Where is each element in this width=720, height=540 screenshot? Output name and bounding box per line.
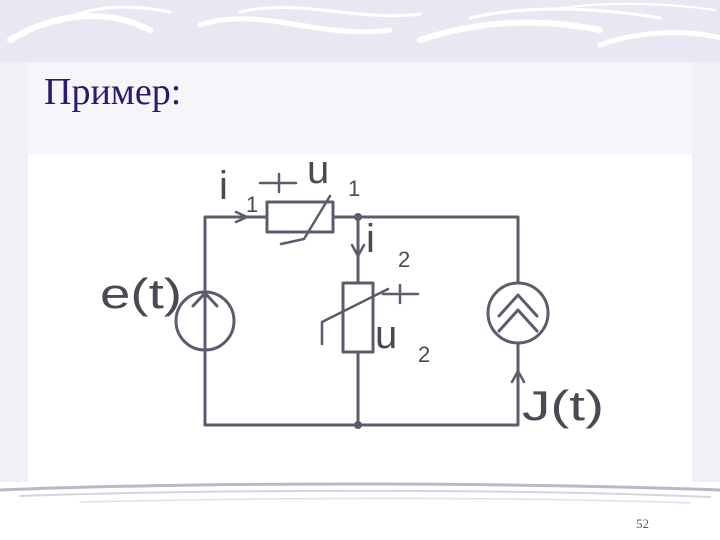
i1-label: i [219, 164, 228, 208]
wire-right-bottom [203, 341, 520, 427]
u2-label: u [375, 313, 397, 357]
u2-polarity-mark [381, 283, 420, 305]
u1-polarity-mark [258, 172, 298, 194]
i1-index: 1 [246, 192, 258, 217]
voltage-source-arrow [191, 291, 219, 352]
i2-index: 2 [398, 247, 410, 272]
current-source-double-chevron [497, 293, 539, 333]
u2-index: 2 [418, 342, 430, 367]
nonlinear-mark-1 [279, 194, 332, 246]
nonlinear-resistor-2 [341, 281, 375, 354]
top-swoosh-decoration [7, 2, 720, 48]
u1-index: 1 [348, 176, 360, 201]
i1-current-arrow [216, 210, 249, 224]
node-dot-top [354, 213, 362, 221]
i2-label: i [366, 217, 375, 261]
nonlinear-mark-2 [320, 287, 390, 346]
current-source [486, 281, 550, 345]
node-dot-bottom [354, 421, 362, 429]
J-t-label: J(t) [522, 382, 604, 429]
e-t-label: e(t) [100, 270, 182, 317]
side-shading [0, 62, 720, 482]
page-number: 52 [636, 516, 649, 531]
nonlinear-resistor-1 [265, 200, 335, 234]
slide-title: Пример: [44, 71, 182, 113]
i2-current-arrow [350, 224, 366, 258]
J-current-arrow [510, 369, 526, 395]
wire-left-top [203, 215, 269, 295]
bottom-swoosh-decoration [0, 482, 720, 504]
u1-label: u [307, 148, 329, 192]
wire-top-middle [331, 215, 520, 285]
